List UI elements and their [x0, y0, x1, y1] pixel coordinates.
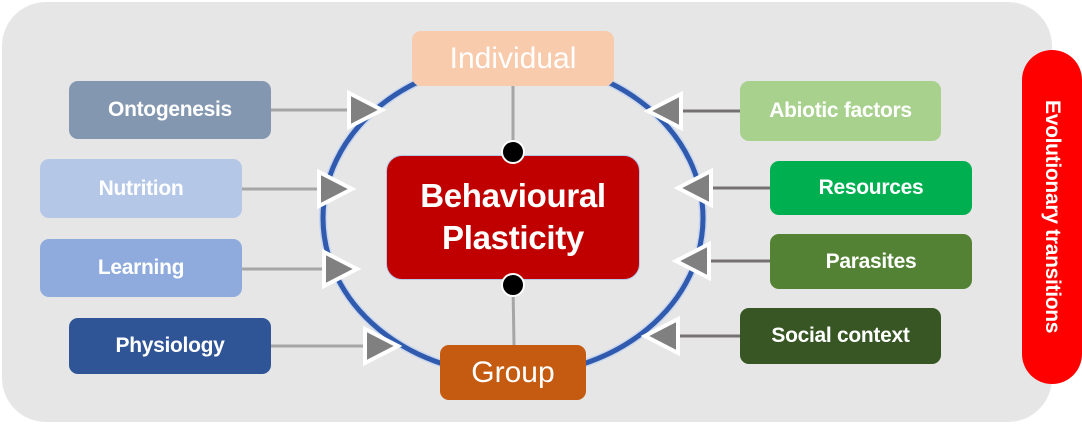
center-title-line2: Plasticity — [442, 218, 584, 256]
banner-label: Evolutionary transitions — [1041, 100, 1064, 334]
group-label: Group — [471, 355, 555, 389]
factor-label: Abiotic factors — [769, 99, 912, 122]
arrow-head-icon — [673, 167, 713, 209]
group-connector — [511, 284, 516, 346]
arrow-head-icon — [640, 315, 680, 357]
factor-social-context: Social context — [740, 308, 941, 364]
arrow-head-icon — [317, 168, 357, 210]
arrow-head-icon — [363, 325, 403, 367]
factor-label: Social context — [771, 324, 910, 347]
factor-label: Resources — [818, 176, 924, 199]
factor-parasites: Parasites — [770, 234, 972, 289]
factor-label: Learning — [97, 256, 185, 279]
factor-abiotic: Abiotic factors — [740, 81, 941, 141]
individual-level-box: Individual — [412, 31, 614, 86]
center-title-line1: Behavioural — [420, 176, 606, 214]
group-level-box: Group — [440, 345, 586, 400]
arrow-head-icon — [322, 248, 362, 290]
factor-label: Parasites — [825, 249, 917, 273]
factor-label: Nutrition — [98, 176, 184, 200]
factor-label: Ontogenesis — [108, 98, 232, 121]
individual-label: Individual — [449, 41, 577, 75]
factor-physiology: Physiology — [69, 318, 271, 374]
arrow-head-icon — [671, 240, 711, 282]
behavioural-plasticity-box: Behavioural Plasticity — [386, 155, 640, 280]
factor-label: Physiology — [115, 334, 225, 357]
arrow-head-icon — [643, 90, 683, 132]
evolutionary-transitions-banner: Evolutionary transitions — [1022, 50, 1082, 384]
arrow-head-icon — [347, 89, 387, 131]
factor-learning: Learning — [40, 239, 242, 297]
factor-nutrition: Nutrition — [40, 159, 242, 218]
factor-resources: Resources — [770, 161, 972, 215]
factor-ontogenesis: Ontogenesis — [69, 81, 271, 139]
